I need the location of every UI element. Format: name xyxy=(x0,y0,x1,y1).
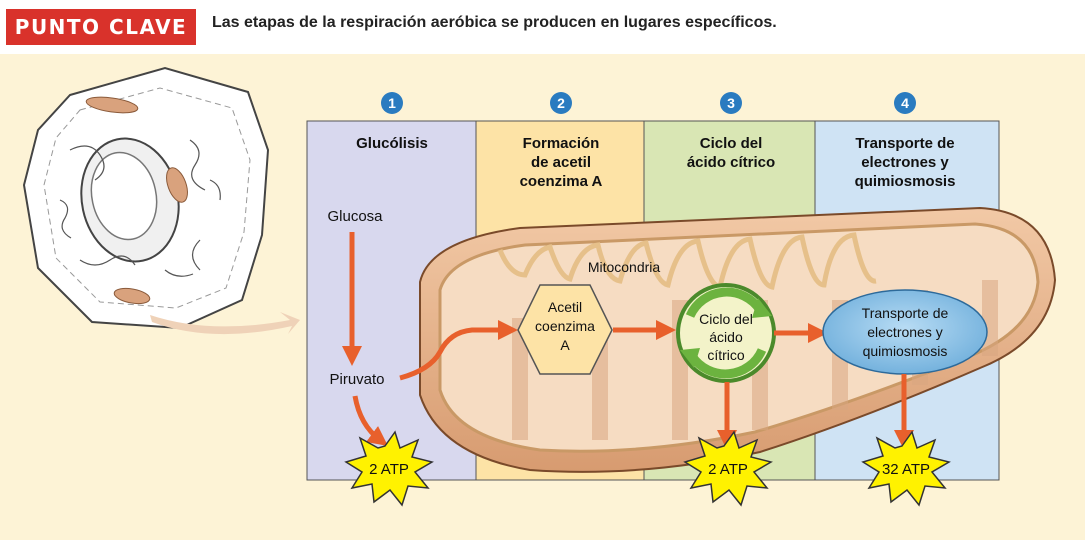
svg-text:de acetil: de acetil xyxy=(531,154,591,171)
svg-text:2 ATP: 2 ATP xyxy=(708,461,748,478)
svg-text:Ciclo del: Ciclo del xyxy=(700,135,763,152)
svg-text:coenzima A: coenzima A xyxy=(520,173,603,190)
svg-text:ácido cítrico: ácido cítrico xyxy=(687,154,775,171)
header-bar: PUNTO CLAVE Las etapas de la respiración… xyxy=(0,0,1085,54)
acetyl-coa-hexagon: Acetil coenzima A xyxy=(517,284,613,375)
svg-text:Formación: Formación xyxy=(523,135,600,152)
citric-acid-cycle: Ciclo del ácido cítrico xyxy=(676,283,776,383)
electron-transport-oval: Transporte de electrones y quimiosmosis xyxy=(822,289,988,375)
atp-burst-1: 2 ATP xyxy=(344,430,434,507)
svg-text:Acetil: Acetil xyxy=(548,299,582,315)
svg-text:3: 3 xyxy=(727,95,735,111)
key-point-tag: PUNTO CLAVE xyxy=(6,9,196,45)
svg-text:cítrico: cítrico xyxy=(707,347,745,363)
svg-text:quimiosmosis: quimiosmosis xyxy=(855,173,956,190)
svg-text:electrones y: electrones y xyxy=(861,154,949,171)
pyruvate-to-atp-arrow xyxy=(352,395,388,447)
glucose-label: Glucosa xyxy=(327,208,383,225)
mitochondria-label: Mitocondria xyxy=(588,259,661,275)
stage-number-3: 3 xyxy=(720,92,742,114)
stage-number-2: 2 xyxy=(550,92,572,114)
svg-text:4: 4 xyxy=(901,95,909,111)
svg-text:32 ATP: 32 ATP xyxy=(882,461,930,478)
svg-text:quimiosmosis: quimiosmosis xyxy=(863,343,948,359)
svg-text:2: 2 xyxy=(557,95,565,111)
svg-text:2 ATP: 2 ATP xyxy=(369,461,409,478)
stage-1-title: Glucólisis xyxy=(356,135,428,152)
atp-burst-2: 2 ATP xyxy=(683,430,773,507)
svg-text:A: A xyxy=(560,337,570,353)
stage-number-1: 1 xyxy=(381,92,403,114)
svg-text:Transporte de: Transporte de xyxy=(862,305,949,321)
stage-2-title: Formación de acetil coenzima A xyxy=(520,135,603,190)
stage-number-4: 4 xyxy=(894,92,916,114)
subtitle: Las etapas de la respiración aeróbica se… xyxy=(212,14,777,31)
stage-4-title: Transporte de electrones y quimiosmosis xyxy=(855,135,956,190)
svg-text:ácido: ácido xyxy=(709,329,743,345)
svg-text:electrones y: electrones y xyxy=(867,324,942,340)
svg-text:Transporte de: Transporte de xyxy=(855,135,954,152)
pyruvate-to-mito-arrow xyxy=(399,320,518,381)
svg-text:1: 1 xyxy=(388,95,396,111)
stage-3-title: Ciclo del ácido cítrico xyxy=(687,135,775,171)
pyruvate-label: Piruvato xyxy=(329,371,384,388)
svg-text:Ciclo del: Ciclo del xyxy=(699,311,753,327)
svg-text:coenzima: coenzima xyxy=(535,318,595,334)
atp-burst-3: 32 ATP xyxy=(861,430,951,507)
cell-illustration xyxy=(22,66,300,335)
